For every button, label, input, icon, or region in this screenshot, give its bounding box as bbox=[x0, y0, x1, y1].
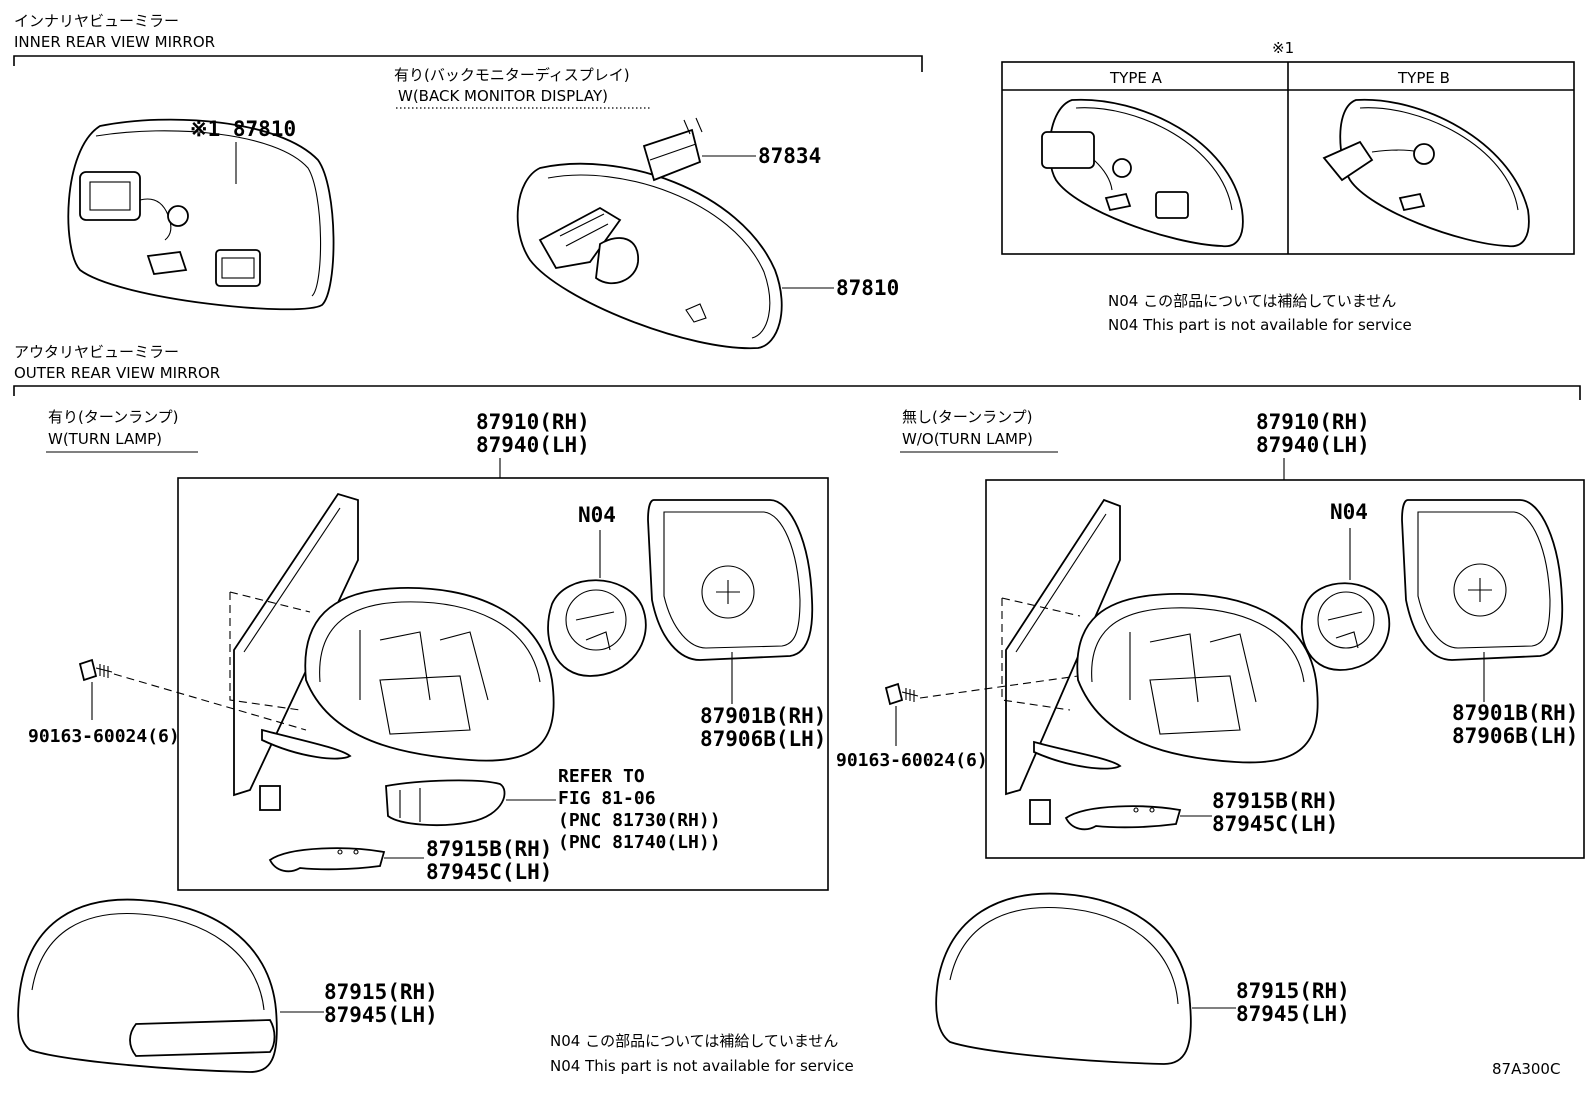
left-mirror-glass bbox=[647, 499, 814, 661]
type-a-mirror bbox=[1041, 98, 1244, 248]
right-assy-rh: 87910(RH) bbox=[1256, 410, 1370, 434]
note-bottom-en: N04 This part is not available for servi… bbox=[550, 1057, 854, 1075]
back-monitor-label-en: W(BACK MONITOR DISPLAY) bbox=[398, 87, 608, 105]
back-monitor-label-jp: 有り(バックモニターディスプレイ) bbox=[394, 66, 630, 84]
inner-mirror-section: インナリヤビューミラー INNER REAR VIEW MIRROR 有り(バッ… bbox=[13, 12, 923, 350]
left-small-cover bbox=[268, 847, 386, 873]
left-assy-lh: 87940(LH) bbox=[476, 433, 590, 457]
right-bolt-dash bbox=[919, 675, 1079, 699]
right-cover-rh: 87915(RH) bbox=[1236, 979, 1350, 1003]
left-small-cover-rh: 87915B(RH) bbox=[426, 837, 552, 861]
label-87834: 87834 bbox=[758, 144, 821, 168]
right-bolt-label: 90163-60024(6) bbox=[836, 750, 988, 771]
type-box: ※1 TYPE A TYPE B bbox=[1001, 39, 1575, 255]
right-assy-frame bbox=[985, 479, 1585, 859]
inner-mirror-back-monitor bbox=[516, 162, 783, 350]
label-87810: 87810 bbox=[836, 276, 899, 300]
left-refer-3: (PNC 81730(RH)) bbox=[558, 810, 721, 831]
right-mirror-lh: 87906B(LH) bbox=[1452, 724, 1578, 748]
right-cover-lh: 87945(LH) bbox=[1236, 1002, 1350, 1026]
type-b-mirror bbox=[1322, 98, 1530, 248]
left-outer-cover bbox=[17, 898, 278, 1073]
label-87810-mark: ※1 87810 bbox=[190, 117, 296, 141]
right-small-cover-rh: 87915B(RH) bbox=[1212, 789, 1338, 813]
left-turn-lamp bbox=[385, 779, 506, 826]
note-top-jp: N04 この部品については補給していません bbox=[1108, 292, 1396, 310]
left-refer-4: (PNC 81740(LH)) bbox=[558, 832, 721, 853]
right-assy-lh: 87940(LH) bbox=[1256, 433, 1370, 457]
left-mirror-base bbox=[229, 492, 359, 811]
right-mirror-housing bbox=[1033, 593, 1319, 770]
outer-left-variant: 有り(ターンランプ) W(TURN LAMP) 87910(RH) 87940(… bbox=[17, 408, 829, 1073]
left-small-cover-lh: 87945C(LH) bbox=[426, 860, 552, 884]
left-mirror-lh: 87906B(LH) bbox=[700, 727, 826, 751]
inner-mirror-87810 bbox=[67, 118, 335, 311]
type-box-mark: ※1 bbox=[1272, 39, 1294, 57]
right-actuator-n04 bbox=[1300, 582, 1391, 671]
inner-bracket bbox=[13, 55, 923, 72]
part-87834-bracket bbox=[642, 117, 703, 182]
inner-title-jp: インナリヤビューミラー bbox=[14, 12, 179, 30]
outer-right-variant: 無し(ターンランプ) W/O(TURN LAMP) 87910(RH) 8794… bbox=[836, 408, 1585, 1065]
outer-title-jp: アウタリヤビューミラー bbox=[14, 343, 179, 361]
right-variant-en: W/O(TURN LAMP) bbox=[902, 430, 1033, 448]
left-cover-rh: 87915(RH) bbox=[324, 980, 438, 1004]
left-n04-label: N04 bbox=[578, 503, 616, 527]
right-variant-jp: 無し(ターンランプ) bbox=[902, 408, 1033, 426]
left-assy-frame bbox=[177, 477, 829, 891]
note-top-en: N04 This part is not available for servi… bbox=[1108, 316, 1412, 334]
type-b-label: TYPE B bbox=[1397, 69, 1450, 87]
left-mirror-rh: 87901B(RH) bbox=[700, 704, 826, 728]
right-mirror-rh: 87901B(RH) bbox=[1452, 701, 1578, 725]
right-mirror-glass bbox=[1401, 499, 1564, 661]
right-small-cover-lh: 87945C(LH) bbox=[1212, 812, 1338, 836]
left-bolt bbox=[78, 658, 113, 682]
left-assy-rh: 87910(RH) bbox=[476, 410, 590, 434]
outer-title-en: OUTER REAR VIEW MIRROR bbox=[14, 364, 220, 382]
left-bolt-label: 90163-60024(6) bbox=[28, 726, 180, 747]
type-a-label: TYPE A bbox=[1109, 69, 1163, 87]
right-mirror-base bbox=[1001, 498, 1121, 825]
outer-bracket bbox=[13, 385, 1581, 400]
left-refer-1: REFER TO bbox=[558, 766, 645, 787]
figure-code: 87A300C bbox=[1492, 1060, 1560, 1078]
left-mirror-housing bbox=[261, 587, 555, 762]
inner-title-en: INNER REAR VIEW MIRROR bbox=[14, 33, 215, 51]
right-small-cover bbox=[1064, 805, 1182, 831]
left-bolt-dash bbox=[113, 673, 307, 731]
outer-mirror-section: アウタリヤビューミラー OUTER REAR VIEW MIRROR bbox=[13, 343, 1581, 400]
left-actuator-n04 bbox=[547, 579, 647, 677]
left-refer-2: FIG 81-06 bbox=[558, 788, 656, 809]
left-cover-lh: 87945(LH) bbox=[324, 1003, 438, 1027]
right-n04-label: N04 bbox=[1330, 500, 1368, 524]
left-variant-jp: 有り(ターンランプ) bbox=[48, 408, 179, 426]
right-outer-cover bbox=[935, 892, 1192, 1065]
note-bottom-jp: N04 この部品については補給していません bbox=[550, 1032, 838, 1050]
left-variant-en: W(TURN LAMP) bbox=[48, 430, 162, 448]
right-bolt bbox=[884, 682, 919, 706]
